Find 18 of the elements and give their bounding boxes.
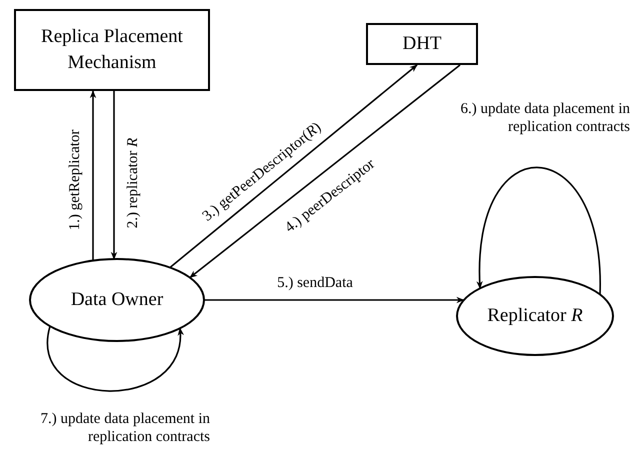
node-label: Data Owner xyxy=(70,288,164,312)
arrow xyxy=(110,91,118,260)
node-label: Replica Placement Mechanism xyxy=(40,25,184,75)
process-box xyxy=(366,23,478,65)
edge-label: 7.) update data placement in replication contracts xyxy=(39,410,210,446)
arrow xyxy=(170,64,418,268)
node-label: DHT xyxy=(401,32,443,56)
loop-arrow xyxy=(46,326,183,392)
arrow xyxy=(189,64,460,278)
arrow xyxy=(204,296,464,304)
arrow xyxy=(90,90,96,261)
edge-label: 1.) getReplicator xyxy=(66,130,84,230)
edge-label: 2.) replicator R xyxy=(124,138,142,228)
loop-arrow xyxy=(476,166,601,294)
process-box xyxy=(14,9,210,91)
node-label: Replicator R xyxy=(486,304,584,328)
edge-label: 6.) update data placement in replication contracts xyxy=(459,100,630,136)
edge-label: 5.) sendData xyxy=(277,274,353,292)
